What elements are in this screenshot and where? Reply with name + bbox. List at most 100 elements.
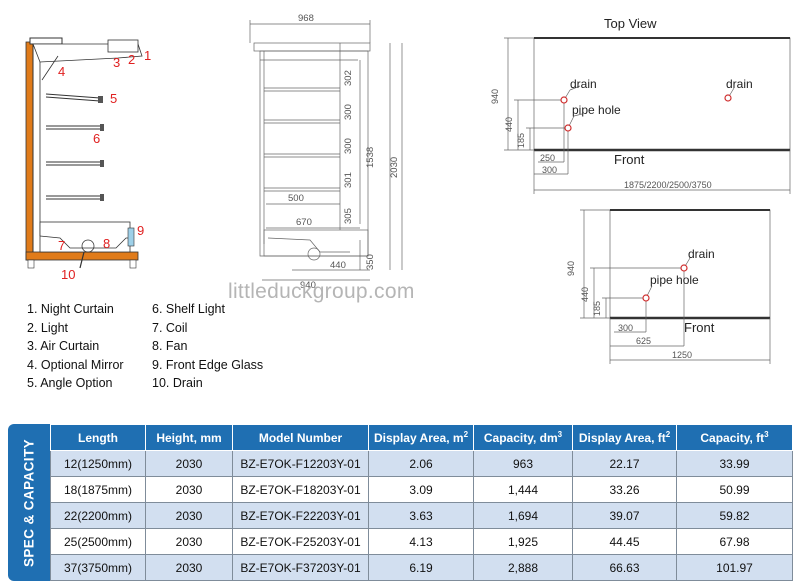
cell: 22.17 [572, 450, 677, 477]
col-header-capacity-ft3: Capacity, ft3 [676, 424, 793, 451]
cell: 39.07 [572, 502, 677, 529]
cell: 2030 [145, 476, 233, 503]
part-label-4: 4 [58, 64, 65, 79]
col-header-model: Model Number [232, 424, 369, 451]
spec-side-label: SPEC & CAPACITY [8, 424, 50, 581]
cell: 25(2500mm) [50, 528, 146, 555]
cell: BZ-E7OK-F22203Y-01 [232, 502, 369, 529]
col-header-length: Length [50, 424, 146, 451]
top2-dim-185: 185 [592, 301, 602, 316]
table-row: 37(3750mm) 2030 BZ-E7OK-F37203Y-01 6.19 … [50, 554, 793, 581]
col-header-capacity-dm3: Capacity, dm3 [473, 424, 573, 451]
part-label-7: 7 [58, 238, 65, 253]
part-label-8: 8 [103, 236, 110, 251]
top-view-small-drawing: drain pipe hole Front 940 440 185 300 62… [566, 209, 771, 364]
cell: 22(2200mm) [50, 502, 146, 529]
col-header-display-area-ft2: Display Area, ft2 [572, 424, 677, 451]
top1-pipe-hole-label: pipe hole [572, 103, 621, 117]
legend-item: 8. Fan [152, 339, 188, 353]
cell: 44.45 [572, 528, 677, 555]
col-header-height: Height, mm [145, 424, 233, 451]
cell: BZ-E7OK-F12203Y-01 [232, 450, 369, 477]
cell: BZ-E7OK-F25203Y-01 [232, 528, 369, 555]
dim-shelf-2: 300 [343, 104, 354, 120]
top1-dim-940: 940 [490, 89, 500, 104]
part-label-1: 1 [144, 48, 151, 63]
top-view-title: Top View [604, 16, 657, 31]
top2-front-label: Front [684, 320, 715, 335]
cell: 59.82 [676, 502, 793, 529]
top1-drain-left-label: drain [570, 77, 597, 91]
top1-dim-250: 250 [540, 153, 555, 163]
cell: 12(1250mm) [50, 450, 146, 477]
top-view-drawing: Top View drain drain pipe hole Front 940… [490, 16, 791, 194]
cell: 3.09 [368, 476, 474, 503]
top1-dim-185: 185 [516, 133, 526, 148]
cell: 66.63 [572, 554, 677, 581]
cell: 2,888 [473, 554, 573, 581]
dim-height-1538: 1538 [365, 147, 376, 168]
top1-front-label: Front [614, 152, 645, 167]
cell: 33.99 [676, 450, 793, 477]
top2-dim-length: 1250 [672, 350, 692, 360]
parts-legend-col2: 6. Shelf Light 7. Coil 8. Fan 9. Front E… [152, 300, 263, 393]
dim-base-350: 350 [365, 254, 376, 270]
cell: 50.99 [676, 476, 793, 503]
top1-dim-300: 300 [542, 165, 557, 175]
dim-shelf-3: 300 [343, 138, 354, 154]
parts-legend-col1: 1. Night Curtain 2. Light 3. Air Curtain… [27, 300, 124, 393]
table-row: 18(1875mm) 2030 BZ-E7OK-F18203Y-01 3.09 … [50, 476, 793, 503]
cell: 2030 [145, 528, 233, 555]
cell: 2030 [145, 502, 233, 529]
part-label-5: 5 [110, 91, 117, 106]
cell: 33.26 [572, 476, 677, 503]
cell: 1,444 [473, 476, 573, 503]
dim-width: 968 [298, 13, 314, 24]
cell: 6.19 [368, 554, 474, 581]
legend-item: 5. Angle Option [27, 376, 113, 390]
cell: 37(3750mm) [50, 554, 146, 581]
top2-dim-625: 625 [636, 336, 651, 346]
top2-pipe-hole-label: pipe hole [650, 273, 699, 287]
legend-item: 3. Air Curtain [27, 339, 100, 353]
table-row: 22(2200mm) 2030 BZ-E7OK-F22203Y-01 3.63 … [50, 502, 793, 529]
dim-foot-440: 440 [330, 260, 346, 271]
legend-item: 7. Coil [152, 320, 188, 335]
cell: 2030 [145, 450, 233, 477]
table-header-row: Length Height, mm Model Number Display A… [50, 424, 793, 451]
legend-item: 10. Drain [152, 376, 203, 390]
top1-drain-right-label: drain [726, 77, 753, 91]
top2-drain-label: drain [688, 247, 715, 261]
cell: 2030 [145, 554, 233, 581]
cell: 67.98 [676, 528, 793, 555]
legend-item: 4. Optional Mirror [27, 357, 124, 372]
front-section-drawing: 968 500 670 440 940 302 300 300 301 305 … [249, 13, 403, 290]
dim-height-2030: 2030 [389, 157, 400, 178]
legend-item: 2. Light [27, 320, 69, 335]
cell: 963 [473, 450, 573, 477]
top2-dim-940: 940 [566, 261, 576, 276]
table-row: 25(2500mm) 2030 BZ-E7OK-F25203Y-01 4.13 … [50, 528, 793, 555]
legend-item: 9. Front Edge Glass [152, 357, 264, 372]
part-label-2: 2 [128, 52, 135, 67]
cell: 1,925 [473, 528, 573, 555]
spec-side-text: SPEC & CAPACITY [21, 438, 37, 567]
cell: 1,694 [473, 502, 573, 529]
part-label-10: 10 [61, 267, 75, 282]
spec-table: Length Height, mm Model Number Display A… [50, 424, 793, 581]
cell: BZ-E7OK-F37203Y-01 [232, 554, 369, 581]
top2-dim-300: 300 [618, 323, 633, 333]
dim-depth-500: 500 [288, 193, 304, 204]
dim-shelf-5: 305 [343, 208, 354, 224]
part-label-3: 3 [113, 55, 120, 70]
cell: BZ-E7OK-F18203Y-01 [232, 476, 369, 503]
col-header-display-area-m2: Display Area, m2 [368, 424, 474, 451]
dim-depth-670: 670 [296, 217, 312, 228]
part-label-6: 6 [93, 131, 100, 146]
cell: 101.97 [676, 554, 793, 581]
dim-shelf-4: 301 [343, 172, 354, 188]
dim-foot-940: 940 [300, 280, 316, 290]
legend-item: 6. Shelf Light [152, 302, 225, 316]
watermark: littleduckgroup.com [228, 280, 415, 303]
cell: 3.63 [368, 502, 474, 529]
